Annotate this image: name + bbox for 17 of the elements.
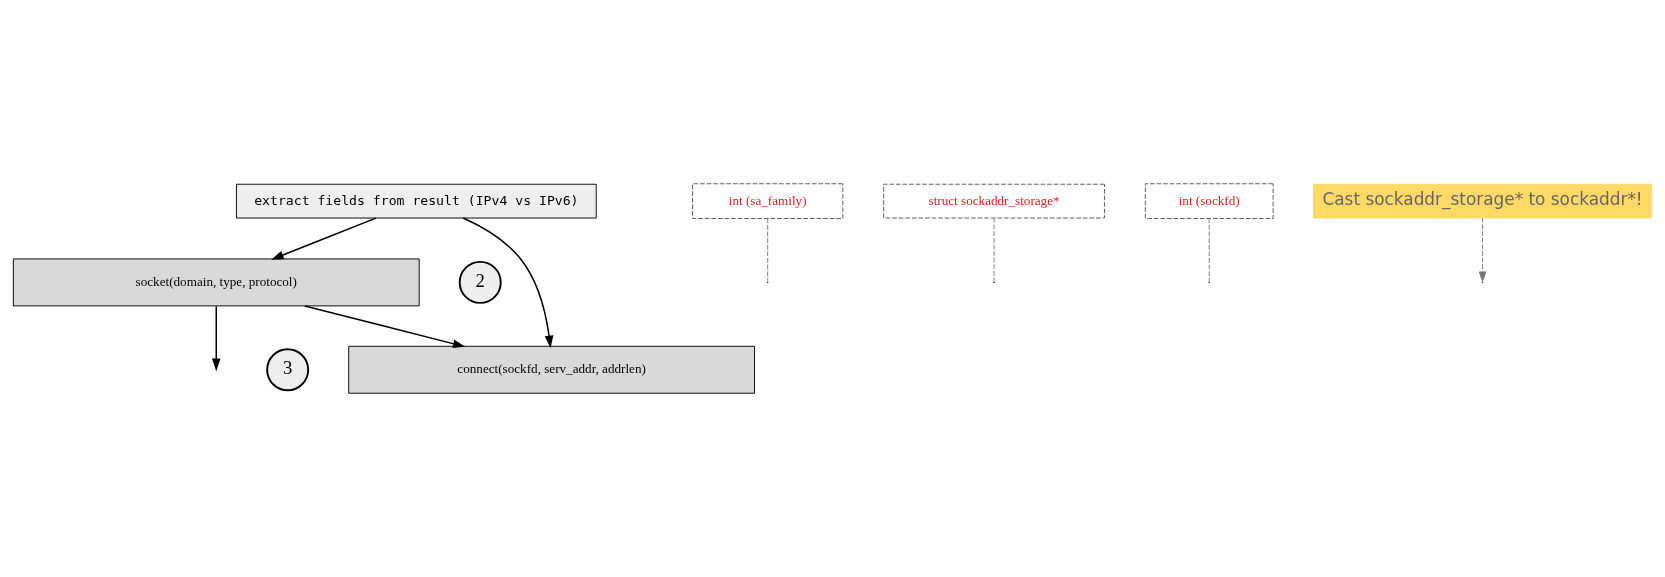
node-circle: 2 <box>458 260 502 304</box>
node-box: Cast sockaddr_storage* to sockaddr*! <box>1313 183 1653 219</box>
node-box: extract fields from result (IPv4 vs IPv6) <box>236 183 597 219</box>
node-box: socket(domain, type, protocol) <box>12 258 420 307</box>
node-circle: 3 <box>266 348 310 392</box>
arrow <box>304 305 466 348</box>
arrow <box>271 217 377 260</box>
node-box: int (sockfd) <box>1144 183 1274 219</box>
arrow <box>462 217 554 349</box>
connector <box>1208 218 1210 282</box>
connector <box>767 218 769 282</box>
arrow <box>211 305 221 371</box>
node-box: struct sockaddr_storage* <box>883 183 1105 219</box>
connector <box>993 217 995 282</box>
node-box: connect(sockfd, serv_addr, addrlen) <box>348 345 755 394</box>
node-box: int (sa_family) <box>692 183 844 219</box>
arrow <box>1478 217 1487 282</box>
